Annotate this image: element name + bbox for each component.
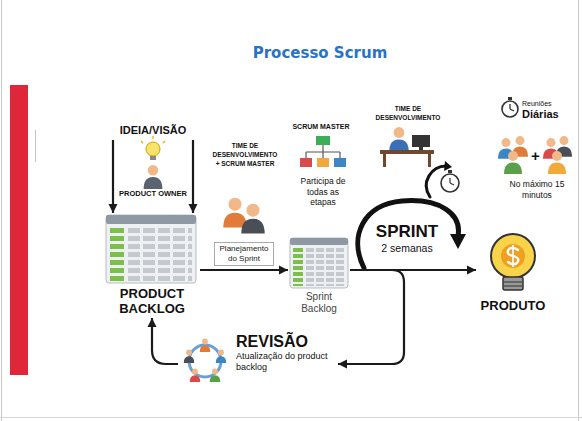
note-label: No máximo 15 minutos <box>509 179 565 201</box>
review-node: REVISÃOAtualização do product backlog <box>178 332 338 388</box>
arrow-head <box>148 318 157 327</box>
page-border <box>0 417 582 418</box>
arrow-line <box>200 269 288 271</box>
flow-arrow <box>338 270 404 369</box>
org-chart-icon <box>300 136 346 167</box>
diagram-title: Processo Scrum <box>190 44 450 62</box>
node-text: PRODUCT BACKLOG <box>104 286 200 316</box>
arrow-head <box>467 266 476 275</box>
icon-space <box>476 230 550 298</box>
page-border <box>1 0 2 421</box>
arrow-head <box>109 204 118 213</box>
note-label: TIME DE DESENVOLVIMENTO + SCRUM MASTER <box>211 141 279 168</box>
node-text: REVISÃO <box>236 332 338 351</box>
sprint-table-icon <box>290 238 348 288</box>
meeting-people-icon <box>498 136 572 174</box>
arrow-head <box>338 360 347 369</box>
note-label: TIME DE DESENVOLVIMENTO <box>370 104 446 122</box>
page-border <box>578 0 579 421</box>
sprint-backlog-node: Sprint Backlog <box>288 236 350 315</box>
product-backlog-node: PRODUCT BACKLOG <box>104 213 200 316</box>
node-text: SPRINT <box>368 222 446 242</box>
node-text: Sprint Backlog <box>288 291 350 315</box>
product-owner-icon <box>141 136 165 189</box>
flow-arrow <box>148 318 179 364</box>
arrow-line <box>338 270 404 364</box>
note-label: Participa de todas as etapas <box>294 176 352 208</box>
icon-space <box>113 137 193 189</box>
icon-space <box>104 213 200 286</box>
note-label: Reuniões <box>522 99 552 108</box>
flow-arrow <box>109 140 198 213</box>
arrow-head <box>279 266 288 275</box>
product-bulb-icon <box>491 234 535 290</box>
flow-arrow <box>200 266 288 275</box>
node-text: PRODUCT OWNER <box>113 189 193 199</box>
icon-space <box>288 236 350 291</box>
node-text: IDEIA/VISÃO <box>113 124 193 137</box>
text-cursor <box>35 130 36 162</box>
review-circle-icon <box>184 339 227 382</box>
team-icon <box>223 198 264 234</box>
arrow-head <box>189 204 198 213</box>
arrow-line <box>192 140 194 213</box>
product-owner-node: IDEIA/VISÃO PRODUCT OWNER <box>113 124 193 199</box>
node-text: 2 semanas <box>368 242 446 255</box>
backlog-table-icon <box>106 215 196 283</box>
red-bar <box>10 85 28 375</box>
node-text: Atualização do product backlog <box>236 351 338 373</box>
arrow-line <box>152 318 178 364</box>
sprint-loop <box>358 161 466 268</box>
edge-label: Planejamento do Sprint <box>214 242 274 266</box>
note-label: SCRUM MASTER <box>290 122 352 131</box>
product-node: PRODUTO <box>476 230 550 313</box>
clock-icon <box>502 97 518 117</box>
sprint-node: SPRINT2 semanas <box>368 222 446 255</box>
arrow-line <box>112 140 114 213</box>
note-label: + <box>531 147 540 164</box>
note-label: Diárias <box>522 108 559 121</box>
desk-icon <box>380 127 434 167</box>
node-text: PRODUTO <box>476 298 550 313</box>
